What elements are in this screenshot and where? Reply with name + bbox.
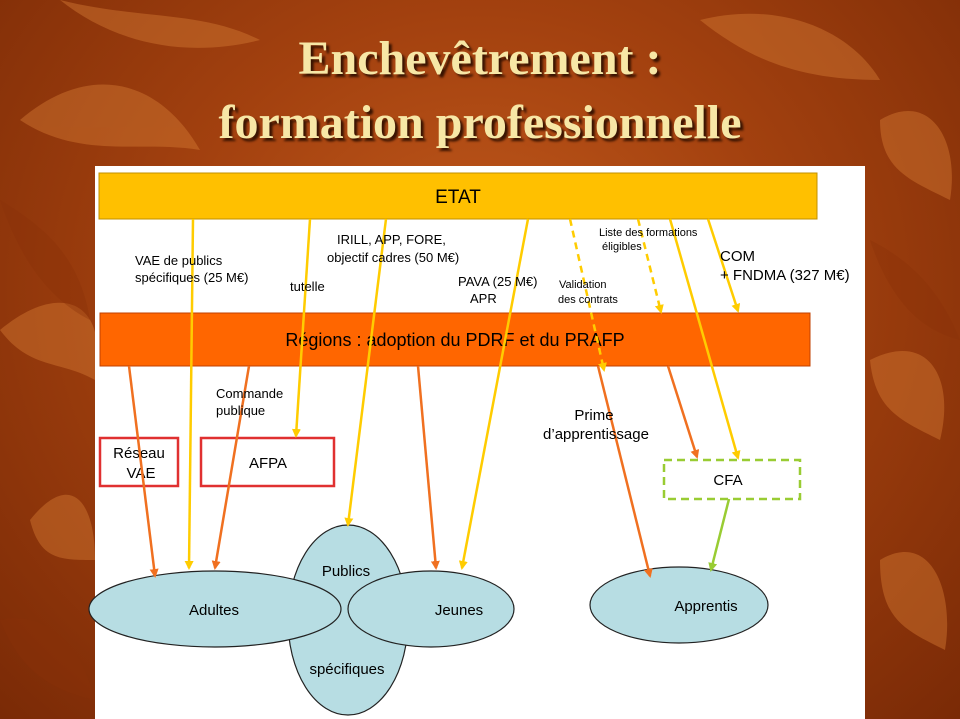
cfa-box <box>662 458 802 501</box>
arrow-regions-cfa <box>666 365 700 459</box>
arrow-etat-jeunes <box>458 218 530 570</box>
label-tutelle: tutelle <box>290 279 325 294</box>
specifiques-label: spécifiques <box>309 661 384 678</box>
label-prime-2: d’apprentissage <box>543 426 649 443</box>
regions-box <box>99 312 811 367</box>
label-liste-1: Liste des formations <box>599 227 698 239</box>
afpa-box <box>199 436 336 488</box>
arrow-regions-jeunes <box>416 365 440 570</box>
label-prime-1: Prime <box>574 407 613 424</box>
label-com-1: COM <box>720 248 755 265</box>
label-pava-1: PAVA (25 M€) <box>458 274 537 289</box>
arrow-com-regions <box>706 218 741 313</box>
apprentis-ellipse <box>589 566 769 644</box>
afpa-label: AFPA <box>249 455 287 472</box>
arrow-cfa-apprentis <box>708 498 731 572</box>
label-vae-publics-1: VAE de publics <box>135 253 223 268</box>
etat-box <box>98 172 818 220</box>
label-vae-publics-2: spécifiques (25 M€) <box>135 270 248 285</box>
label-validation-1: Validation <box>559 279 607 291</box>
slide-title-line1: Enchevêtrement : <box>298 32 662 85</box>
arrow-etat-afpa <box>291 218 312 438</box>
label-irill-1: IRILL, APP, FORE, <box>337 232 446 247</box>
arrow-commande-adultes <box>211 365 251 570</box>
publics-label: Publics <box>322 563 370 580</box>
label-com-2: + FNDMA (327 M€) <box>720 267 850 284</box>
label-commande-2: publique <box>216 403 265 418</box>
arrow-prime-apprentis <box>596 365 653 578</box>
label-irill-2: objectif cadres (50 M€) <box>327 250 459 265</box>
label-validation-2: des contrats <box>558 294 618 306</box>
label-commande-1: Commande <box>216 386 283 401</box>
arrow-etat-adultes <box>184 218 195 570</box>
arrow-etat-cfa <box>668 218 741 460</box>
adultes-ellipse <box>88 570 342 648</box>
etat-label: ETAT <box>435 187 481 208</box>
reseau-vae-label-2: VAE <box>127 465 156 482</box>
apprentis-label: Apprentis <box>674 598 737 615</box>
arrow-etat-publics <box>344 218 388 527</box>
regions-label: Régions : adoption du PDRF et du PRAFP <box>285 330 624 350</box>
cfa-label: CFA <box>713 472 742 489</box>
arrow-liste-dashed <box>636 218 664 314</box>
jeunes-ellipse <box>347 570 515 648</box>
label-liste-2: éligibles <box>602 241 642 253</box>
slide-title-line2: formation professionnelle <box>218 96 742 149</box>
adultes-label: Adultes <box>189 602 239 619</box>
label-pava-2: APR <box>470 291 497 306</box>
arrow-validation-dashed <box>568 218 607 372</box>
arrow-regions-adultes <box>127 365 159 578</box>
jeunes-label: Jeunes <box>435 602 483 619</box>
